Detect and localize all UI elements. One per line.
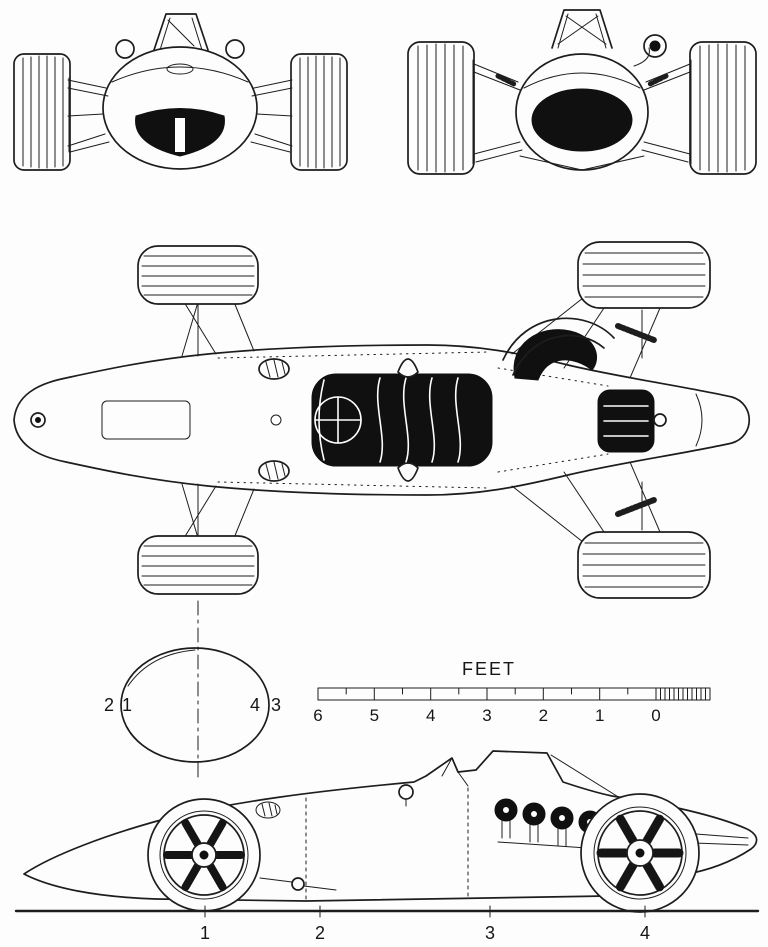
side-front-wheel: [147, 798, 261, 912]
station-ticks: [204, 905, 646, 918]
side-front-hub-detail: [259, 877, 337, 891]
top-coil-springs: [615, 323, 657, 517]
station-4: 4: [640, 923, 650, 943]
rear-roll-hoop: [551, 9, 613, 49]
top-suspension: [181, 293, 661, 547]
section-label-1: 1: [122, 695, 132, 715]
top-rear-right-tire: [577, 531, 711, 599]
feet-scale: FEET 6 5 4 3 2 1 0: [313, 659, 711, 725]
rear-gearbox-opening: [531, 88, 633, 152]
front-right-mirror: [225, 39, 245, 59]
top-nose-panel: [101, 400, 191, 440]
feet-tick-2: 2: [539, 706, 548, 725]
front-right-wheel: [290, 53, 348, 171]
top-nose-badge: [30, 412, 46, 428]
front-body: [102, 39, 258, 170]
station-1: 1: [200, 923, 210, 943]
feet-tick-6: 6: [313, 706, 322, 725]
side-hoop-brace: [550, 754, 621, 799]
station-numbers: 1 2 3 4: [200, 923, 650, 943]
rear-left-wheel: [407, 41, 475, 175]
front-suspension: [67, 77, 293, 153]
section-label-2: 2: [104, 695, 114, 715]
top-rear-left-tire: [577, 241, 711, 309]
feet-tick-4: 4: [426, 706, 435, 725]
station-3: 3: [485, 923, 495, 943]
feet-tick-1: 1: [595, 706, 604, 725]
top-front-left-tire: [137, 245, 259, 305]
side-panel-lines: [305, 787, 469, 900]
feet-scale-inch-ticks: [660, 687, 706, 701]
front-view-drawing: [13, 13, 348, 171]
side-rear-wheel: [580, 793, 700, 913]
front-left-wheel: [13, 53, 71, 171]
rear-body: [515, 53, 649, 171]
feet-tick-5: 5: [370, 706, 379, 725]
side-view-drawing: 1 2 3 4: [14, 750, 760, 943]
rear-suspension: [472, 59, 692, 171]
feet-scale-title: FEET: [462, 659, 516, 679]
top-engine: [502, 317, 703, 453]
cross-section-outline: [120, 647, 270, 763]
feet-tick-0: 0: [651, 706, 660, 725]
top-windscreen: [397, 358, 419, 482]
top-cockpit: [311, 373, 493, 467]
section-label-3: 3: [271, 695, 281, 715]
rear-view-drawing: [407, 9, 757, 175]
station-2: 2: [315, 923, 325, 943]
top-exhaust-pipes: [502, 317, 615, 376]
top-exhaust-collector: [513, 329, 598, 381]
feet-scale-numbers: 6 5 4 3 2 1 0: [313, 706, 660, 725]
feet-tick-3: 3: [482, 706, 491, 725]
front-roll-hoop: [153, 13, 209, 51]
side-fuel-cap: [255, 801, 281, 819]
side-windscreen: [441, 757, 469, 787]
cross-section-drawing: 2 1 4 3: [104, 600, 281, 778]
side-tail-exhaust: [693, 833, 749, 846]
front-left-mirror: [115, 39, 135, 59]
feet-scale-ruler: [317, 687, 711, 701]
rear-exhaust-tip: [633, 34, 667, 67]
rear-right-wheel: [689, 41, 757, 175]
top-view-drawing: [13, 241, 750, 599]
top-fuel-caps: [258, 358, 290, 482]
section-label-4: 4: [250, 695, 260, 715]
top-front-right-tire: [137, 535, 259, 595]
